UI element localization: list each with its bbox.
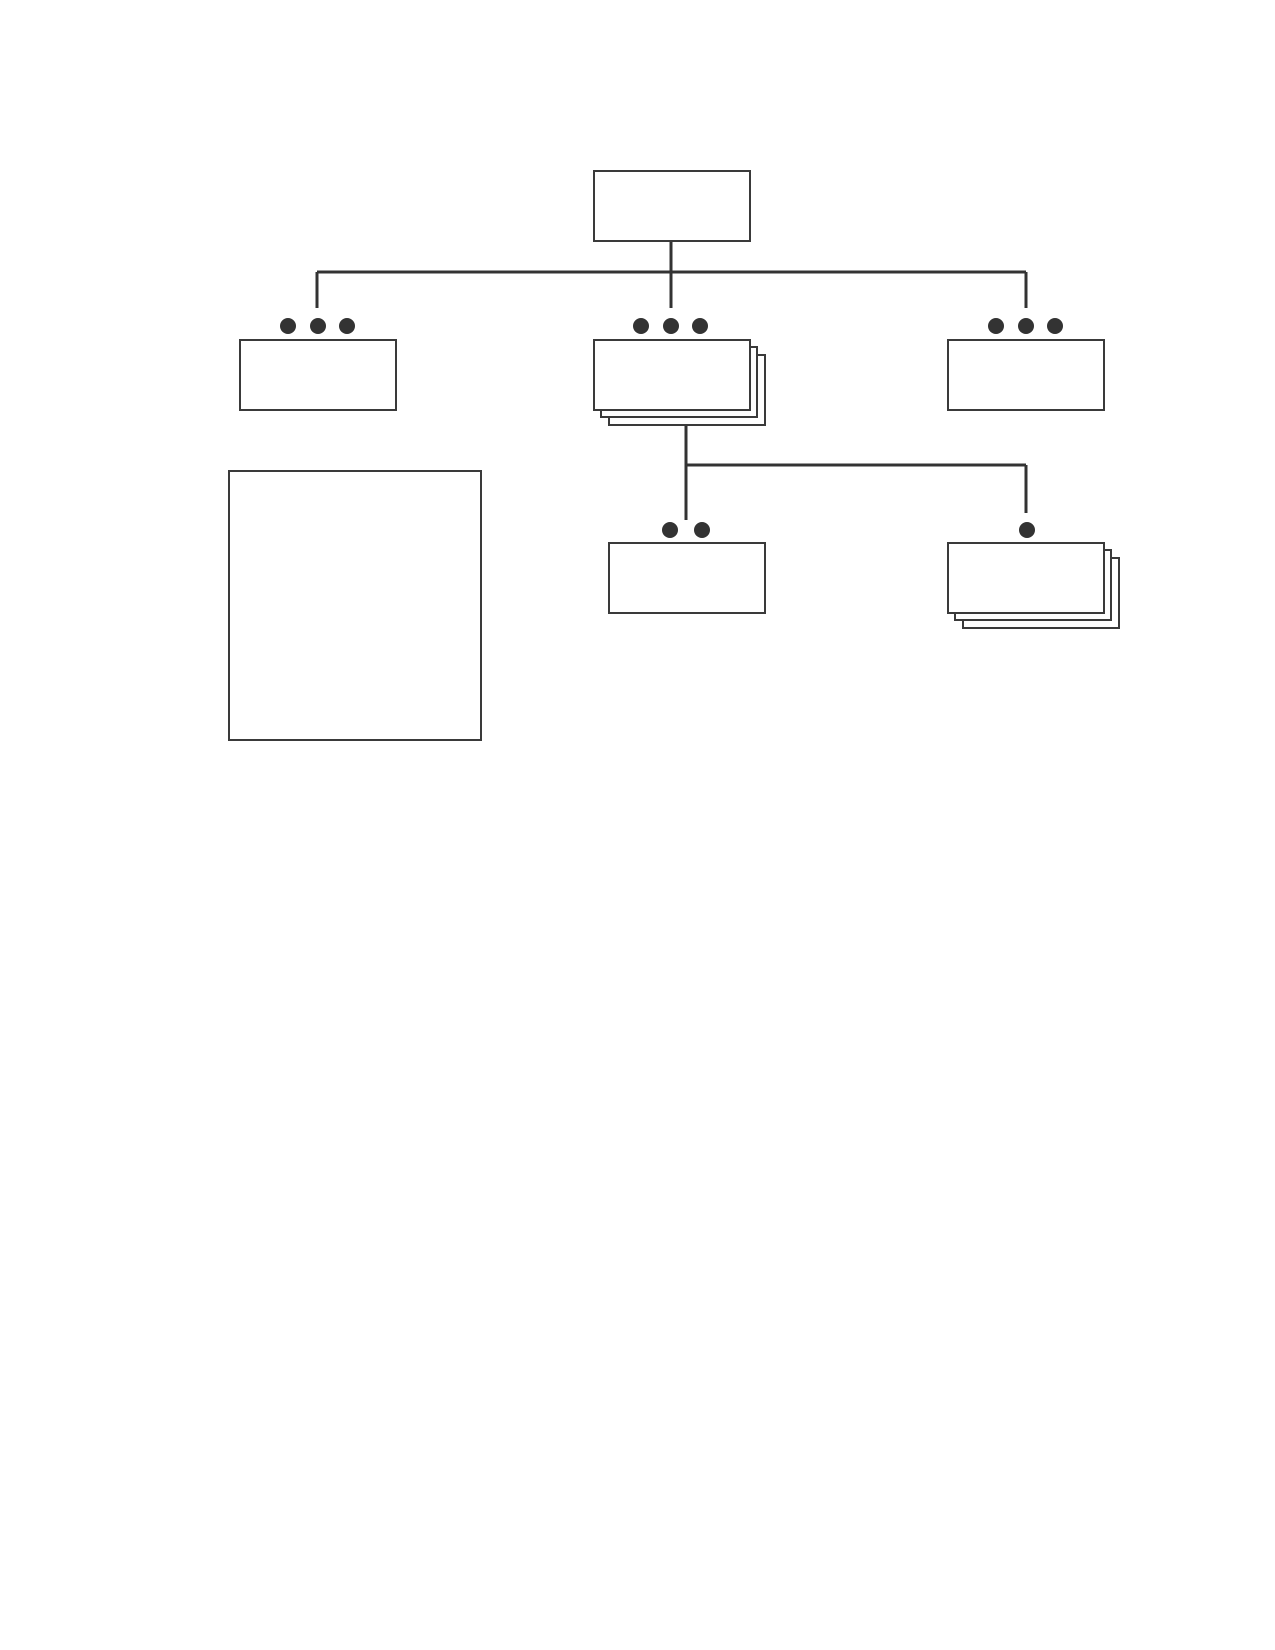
marker-dots (988, 318, 1063, 334)
org-node-middle (593, 318, 766, 426)
connectors (315, 241, 1028, 520)
marker-dots (633, 318, 708, 334)
org-node-right (947, 318, 1105, 411)
marker-dots (662, 522, 710, 538)
marker-dots (280, 318, 355, 334)
side-panel (228, 470, 482, 741)
org-node-root (593, 170, 751, 242)
marker-dots (1019, 522, 1035, 538)
org-node-middle-child-left (608, 522, 766, 614)
org-node-middle-child-right (947, 522, 1120, 629)
org-node-left (239, 318, 397, 411)
